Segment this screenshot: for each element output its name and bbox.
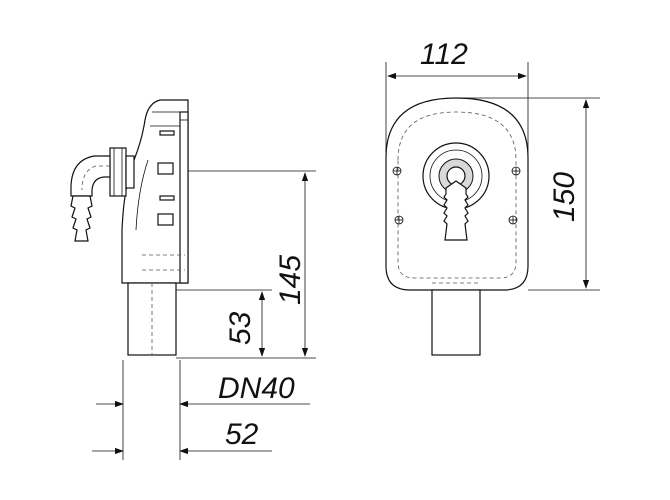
side-slot xyxy=(157,162,174,175)
side-view xyxy=(70,99,189,356)
side-slot xyxy=(159,195,175,201)
side-slot xyxy=(159,130,175,136)
dim-label-53: 53 xyxy=(224,311,257,345)
screw-icon xyxy=(511,166,521,176)
side-slot xyxy=(157,213,174,226)
dim-label-145: 145 xyxy=(274,255,307,305)
side-dimensions: 145 53 DN40 52 xyxy=(92,170,316,460)
front-view xyxy=(385,97,529,356)
front-dimensions: 112 150 xyxy=(385,38,600,291)
screw-icon xyxy=(394,215,404,225)
dim-label-dn40: DN40 xyxy=(218,372,295,405)
dim-label-52: 52 xyxy=(225,418,259,451)
side-wall-plate xyxy=(179,111,189,284)
side-hose-barb xyxy=(70,195,93,242)
screw-icon xyxy=(508,215,518,225)
front-outlet-pipe xyxy=(431,289,481,356)
screw-icon xyxy=(392,166,402,176)
dim-label-150: 150 xyxy=(548,172,581,222)
dim-label-112: 112 xyxy=(420,38,468,71)
side-elbow xyxy=(70,155,111,197)
side-nut xyxy=(109,147,127,197)
front-hose-barb xyxy=(443,180,469,241)
side-housing xyxy=(121,99,189,284)
